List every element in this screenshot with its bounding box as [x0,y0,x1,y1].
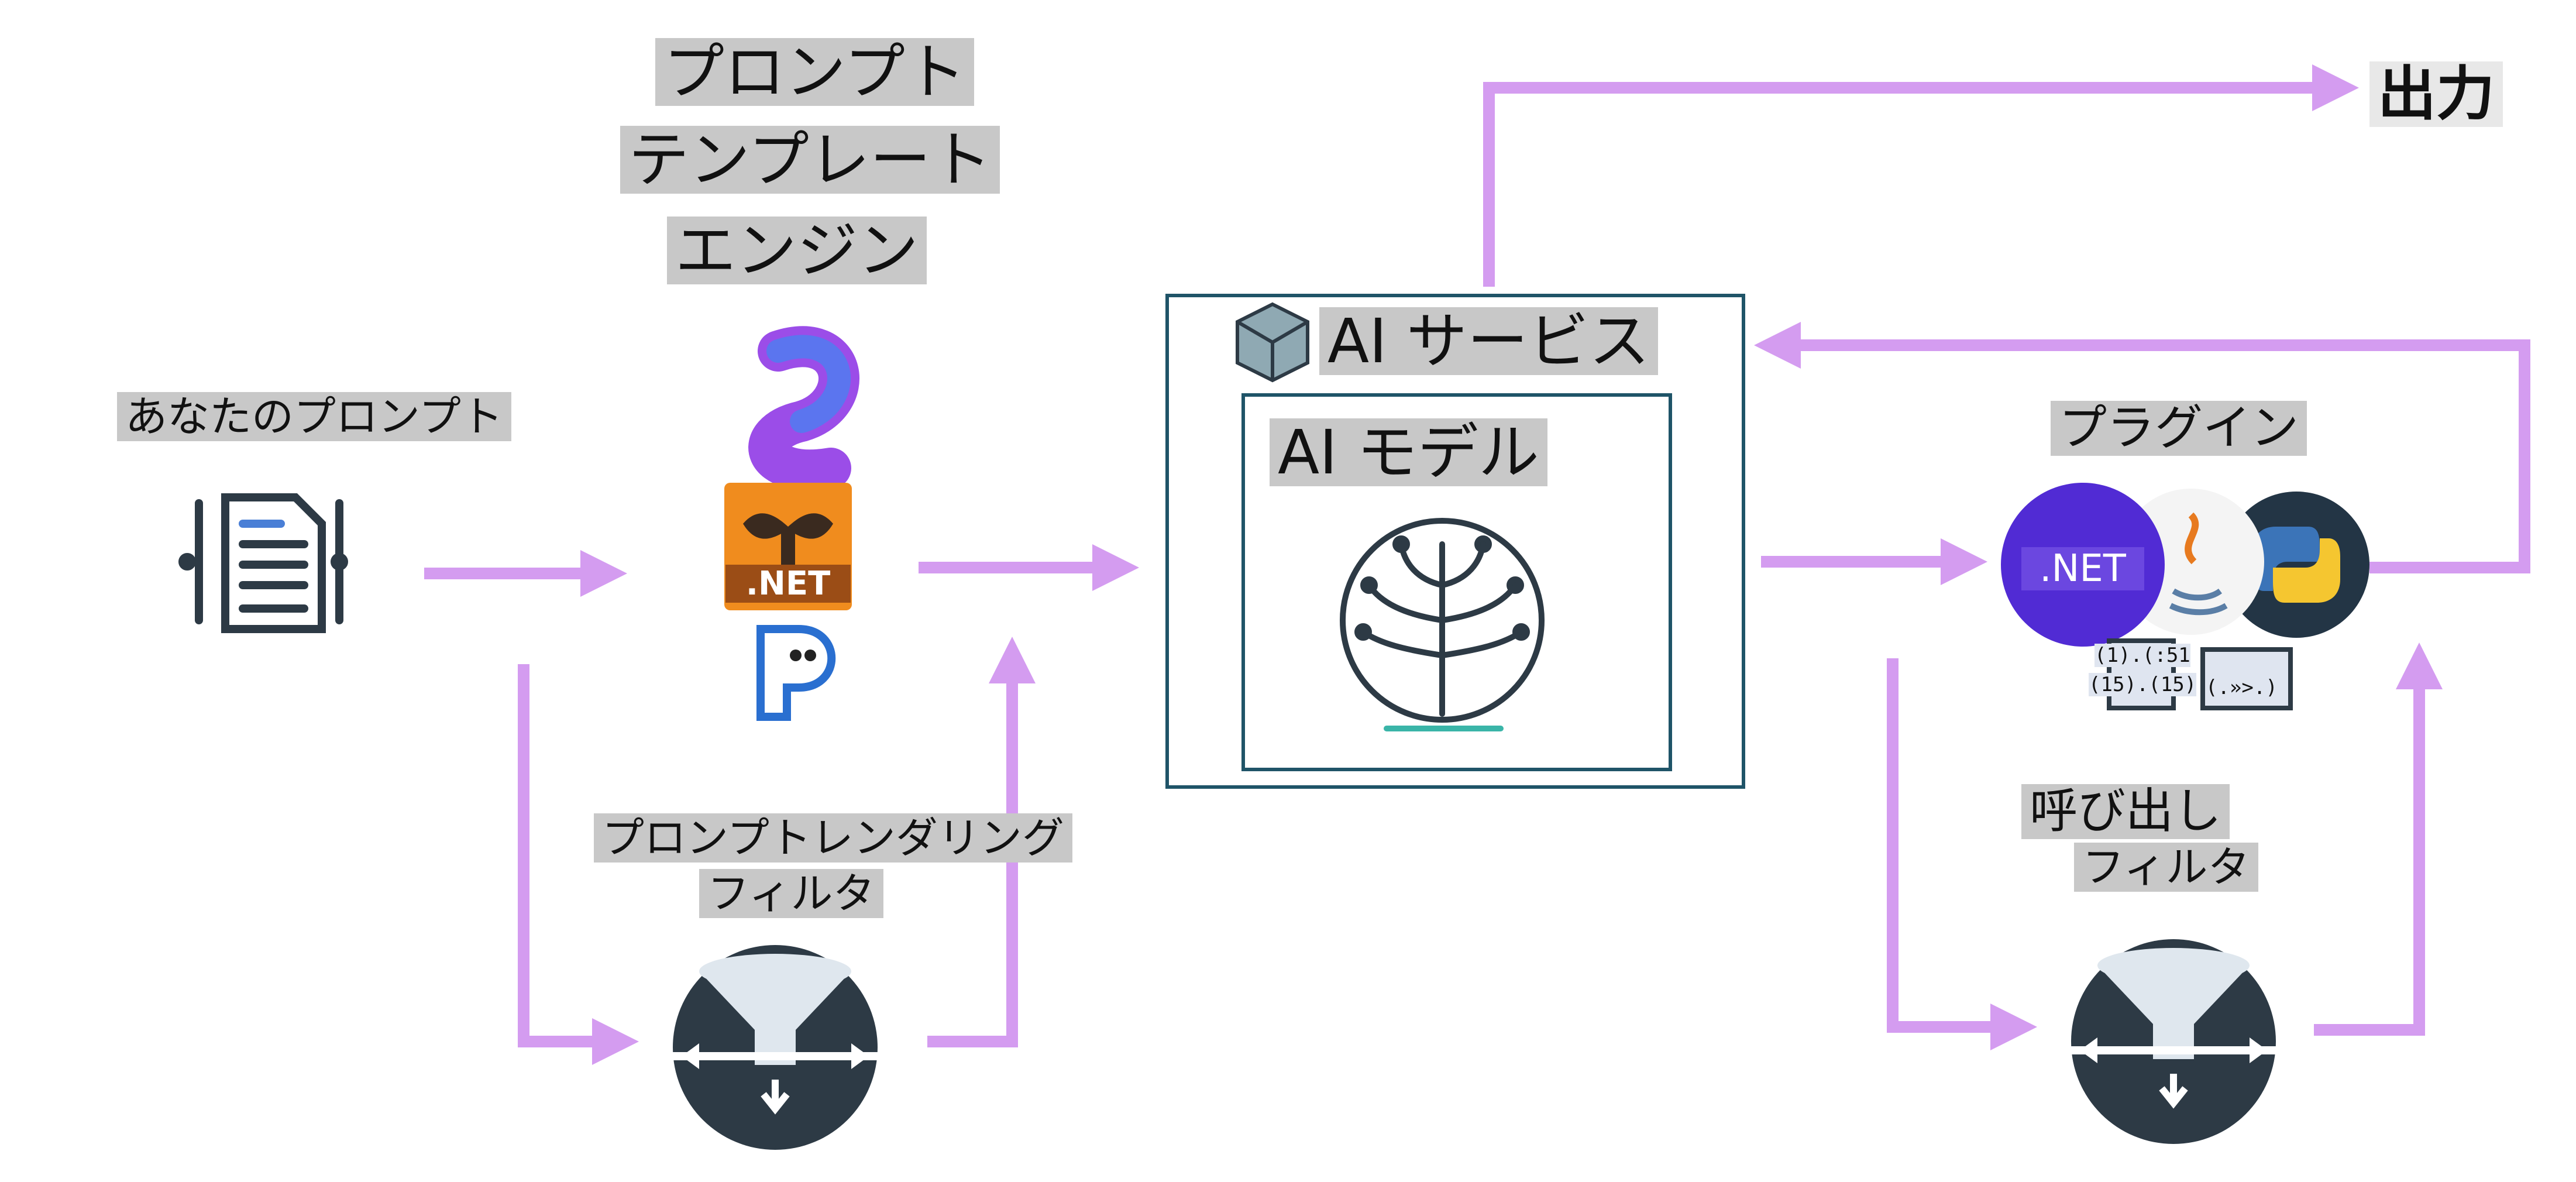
render-filter-label-2: フィルタ [699,869,883,918]
template-engine-label-1: プロンプト [655,38,974,106]
cube-icon [1236,302,1309,383]
plugin-code-b: (15).(15) [2089,673,2197,696]
plugins-group [2001,483,2369,710]
render-filter-label-1: プロンプトレンダリング [594,813,1072,863]
invoke-filter-label-1: 呼び出し [2021,784,2230,839]
plugins-label: プラグイン [2051,401,2307,456]
funnel-filter-icon [673,945,878,1150]
arrow-plugins-to-service [1754,322,2530,573]
arrow-invoke-filter-up [2314,642,2443,1036]
prompty-icon [756,625,836,721]
plugin-code-c: (.»>.) [2206,676,2278,699]
semantic-kernel-logo-icon [748,326,859,491]
ai-service-frame [1165,294,1745,789]
arrow-service-to-output [1483,64,2359,287]
output-label: 出力 [2369,61,2503,127]
brain-circuit-icon [1340,518,1545,731]
document-icon [178,493,348,633]
arrow-render-filter-to-service [927,637,1036,1047]
ai-model-label: AI モデル [1270,418,1547,486]
arrow-prompt-to-render-filter [518,664,639,1065]
arrow-to-invoke-filter [1887,658,2037,1050]
dotnet-badge-text: .NET [725,565,851,603]
your-prompt-label: あなたのプロンプト [117,392,511,441]
python-icon [2223,492,2369,638]
template-engine-label-2: テンプレート [620,126,1000,194]
ai-service-label: AI サービス [1319,307,1658,375]
template-engine-label-3: エンジン [667,217,927,284]
funnel-filter-icon [2071,939,2276,1144]
plugin-dotnet-text: .NET [2021,547,2144,590]
invoke-filter-label-2: フィルタ [2074,843,2258,892]
plugin-code-a: (1).(:51 [2094,644,2190,667]
ai-model-frame [1241,393,1672,771]
